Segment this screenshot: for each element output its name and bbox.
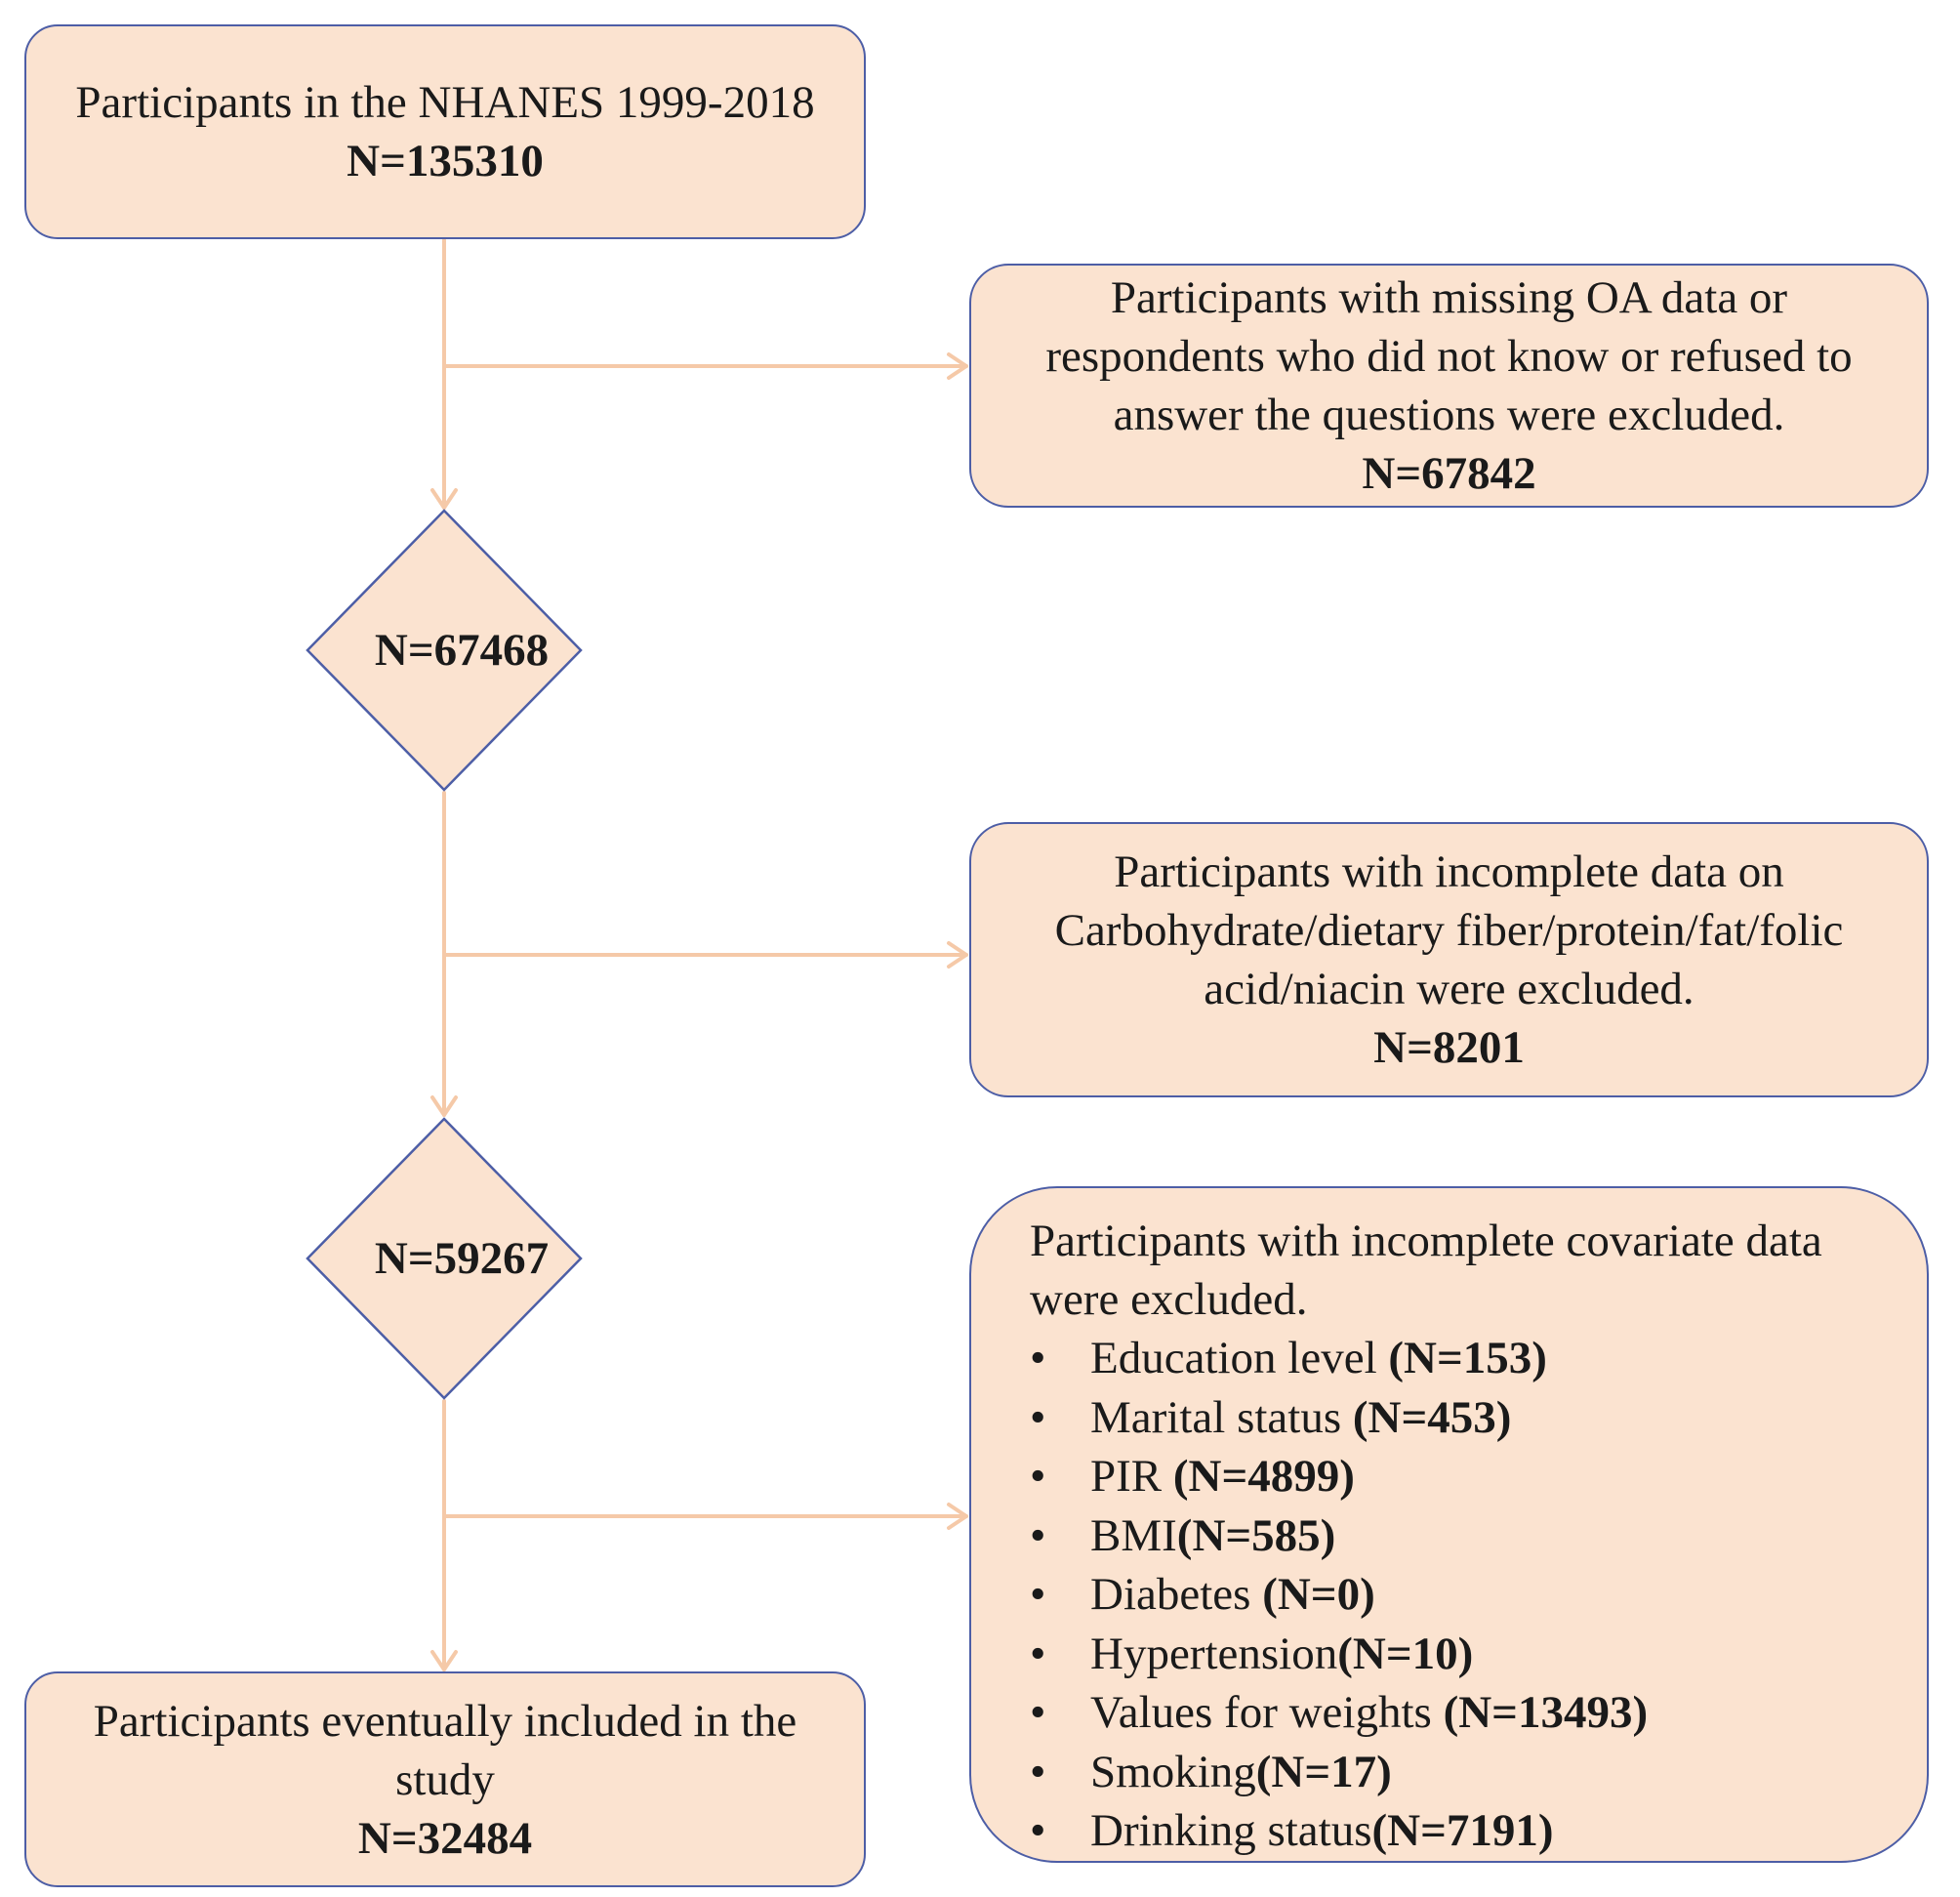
arrowhead-down-3 bbox=[430, 1650, 458, 1671]
start-box-label: Participants in the NHANES 1999-2018 bbox=[75, 77, 815, 128]
exclusion-box-oa-data: Participants with missing OA data or res… bbox=[969, 264, 1929, 508]
exclusion-1-count: N=67842 bbox=[1362, 448, 1536, 499]
bullet-icon: • bbox=[1030, 1451, 1046, 1502]
exclusion-2-line-1: Participants with incomplete data on bbox=[1114, 846, 1784, 897]
exclusion-box-nutrient-data: Participants with incomplete data on Car… bbox=[969, 822, 1929, 1097]
decision-diamond-1: N=67468 bbox=[306, 509, 583, 792]
covariate-count: (N=17) bbox=[1255, 1746, 1392, 1797]
bullet-icon: • bbox=[1030, 1391, 1046, 1443]
covariate-count: (N=7191) bbox=[1371, 1805, 1554, 1856]
exclusion-box-covariates: Participants with incomplete covariate d… bbox=[969, 1186, 1929, 1863]
arrowhead-right-2 bbox=[947, 941, 968, 969]
diamond-1-count: N=67468 bbox=[374, 625, 550, 676]
final-box-line-1: Participants eventually included in the bbox=[93, 1695, 797, 1747]
covariate-count: (N=4899) bbox=[1172, 1451, 1355, 1502]
covariate-count: (N=453) bbox=[1352, 1391, 1512, 1443]
exclusion-1-line-2: respondents who did not know or refused … bbox=[1045, 331, 1853, 382]
covariate-label: Values for weights bbox=[1090, 1687, 1444, 1738]
covariate-count: (N=13493) bbox=[1443, 1687, 1649, 1738]
final-box: Participants eventually included in the … bbox=[24, 1671, 866, 1887]
arrowhead-right-1 bbox=[947, 352, 968, 380]
exclusion-2-line-2: Carbohydrate/dietary fiber/protein/fat/f… bbox=[1054, 905, 1844, 956]
covariate-item-education: • Education level (N=153) bbox=[1030, 1329, 1888, 1388]
exclusion-3-line-1: Participants with incomplete covariate d… bbox=[1030, 1216, 1822, 1266]
covariate-item-weights: • Values for weights (N=13493) bbox=[1030, 1683, 1888, 1743]
covariate-label: Drinking status bbox=[1090, 1805, 1372, 1856]
diamond-2-shape bbox=[306, 1117, 583, 1400]
covariate-item-smoking: • Smoking(N=17) bbox=[1030, 1743, 1888, 1802]
covariate-item-drinking: • Drinking status(N=7191) bbox=[1030, 1801, 1888, 1861]
arrowhead-down-1 bbox=[430, 488, 458, 510]
covariate-label: Education level bbox=[1090, 1333, 1389, 1383]
final-box-line-2: study bbox=[395, 1753, 495, 1805]
bullet-icon: • bbox=[1030, 1628, 1046, 1679]
arrowhead-down-2 bbox=[430, 1095, 458, 1117]
covariate-count: (N=585) bbox=[1176, 1509, 1336, 1561]
covariate-item-hypertension: • Hypertension(N=10) bbox=[1030, 1625, 1888, 1684]
start-box: Participants in the NHANES 1999-2018 N=1… bbox=[24, 24, 866, 239]
bullet-icon: • bbox=[1030, 1746, 1046, 1797]
covariate-label: Marital status bbox=[1090, 1391, 1353, 1443]
exclusion-2-line-3: acid/niacin were excluded. bbox=[1204, 964, 1695, 1014]
exclusion-2-count: N=8201 bbox=[1373, 1022, 1525, 1073]
exclusion-1-line-1: Participants with missing OA data or bbox=[1110, 272, 1788, 323]
bullet-icon: • bbox=[1030, 1569, 1046, 1620]
bullet-icon: • bbox=[1030, 1805, 1046, 1856]
exclusion-1-line-3: answer the questions were excluded. bbox=[1113, 390, 1785, 440]
bullet-icon: • bbox=[1030, 1687, 1046, 1738]
covariate-label: Diabetes bbox=[1090, 1569, 1263, 1620]
start-box-count: N=135310 bbox=[347, 136, 544, 186]
covariate-label: BMI bbox=[1090, 1509, 1177, 1561]
covariate-label: Smoking bbox=[1090, 1746, 1256, 1797]
covariate-item-diabetes: • Diabetes (N=0) bbox=[1030, 1565, 1888, 1625]
diamond-2-count: N=59267 bbox=[374, 1233, 550, 1284]
covariate-label: PIR bbox=[1090, 1451, 1173, 1502]
covariate-item-pir: • PIR (N=4899) bbox=[1030, 1447, 1888, 1506]
decision-diamond-2: N=59267 bbox=[306, 1117, 583, 1400]
covariate-list: • Education level (N=153) • Marital status… bbox=[1030, 1329, 1888, 1861]
arrowhead-right-3 bbox=[947, 1503, 968, 1530]
bullet-icon: • bbox=[1030, 1509, 1046, 1561]
covariate-count: (N=10) bbox=[1337, 1628, 1474, 1679]
covariate-label: Hypertension bbox=[1090, 1628, 1338, 1679]
covariate-item-bmi: • BMI(N=585) bbox=[1030, 1506, 1888, 1566]
covariate-count: (N=153) bbox=[1388, 1333, 1547, 1383]
covariate-item-marital: • Marital status (N=453) bbox=[1030, 1388, 1888, 1448]
bullet-icon: • bbox=[1030, 1333, 1046, 1383]
final-box-count: N=32484 bbox=[357, 1812, 533, 1864]
exclusion-3-line-2: were excluded. bbox=[1030, 1274, 1308, 1325]
diamond-1-shape bbox=[306, 509, 583, 792]
covariate-count: (N=0) bbox=[1262, 1569, 1375, 1620]
